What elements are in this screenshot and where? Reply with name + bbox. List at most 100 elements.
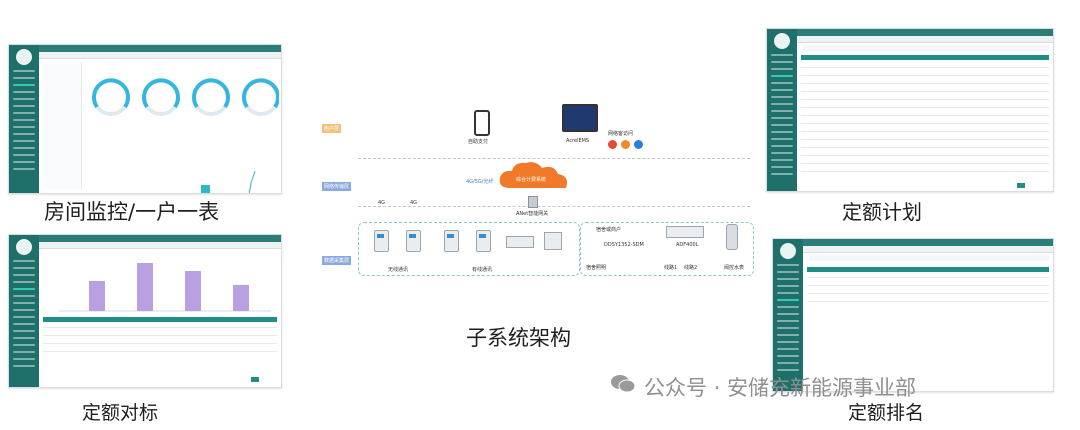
table-row xyxy=(807,301,1049,302)
separator xyxy=(358,206,750,207)
browser-icons xyxy=(608,140,648,150)
wireless-comm-label: 无线通讯 xyxy=(388,267,409,273)
filter-bar xyxy=(809,255,1049,261)
table-header xyxy=(43,317,277,322)
sidebar xyxy=(9,45,39,193)
web-access-label: 网络客访问 xyxy=(608,131,634,137)
table-row xyxy=(801,67,1049,68)
tab-bar xyxy=(39,242,281,249)
caption-room-monitoring: 房间监控/一户一表 xyxy=(44,200,220,224)
table-row xyxy=(43,351,277,352)
app-header xyxy=(39,235,281,242)
table-row xyxy=(801,163,1049,164)
table-row xyxy=(801,155,1049,156)
table-row xyxy=(801,99,1049,100)
module-icon xyxy=(506,236,534,248)
benchmark-bar-chart xyxy=(59,263,271,312)
bar xyxy=(137,263,153,311)
gauge xyxy=(142,78,180,116)
pagination[interactable] xyxy=(251,377,259,382)
adf-module-icon xyxy=(666,226,704,238)
bar xyxy=(89,281,105,311)
layer-device-tag: 数据采集层 xyxy=(322,256,352,265)
cloud-label: 综合计费系统 xyxy=(516,177,547,183)
wechat-logo xyxy=(611,375,636,393)
meter-icon xyxy=(406,230,421,252)
app-header xyxy=(803,239,1053,246)
device-group-right xyxy=(580,222,754,276)
monitor-icon xyxy=(562,104,598,132)
layer-user-tag: 用户层 xyxy=(322,124,342,133)
quota-ranking-screenshot xyxy=(772,238,1054,392)
tab-bar xyxy=(797,36,1053,43)
table-row xyxy=(801,131,1049,132)
gauge-row xyxy=(92,78,279,116)
gauge xyxy=(242,78,279,116)
quota-plan-screenshot xyxy=(766,28,1054,192)
app-header xyxy=(39,45,281,52)
firefox-icon xyxy=(621,140,630,149)
table-row xyxy=(801,139,1049,140)
caption-quota-ranking: 定额排名 xyxy=(848,402,925,424)
bar xyxy=(233,285,249,311)
table-row xyxy=(43,343,277,344)
caption-quota-plan: 定额计划 xyxy=(842,200,922,224)
table-row xyxy=(801,171,1049,172)
ie-icon xyxy=(634,140,643,149)
app-logo xyxy=(16,239,32,255)
chrome-icon xyxy=(608,140,617,149)
line-labels: 线路2 xyxy=(684,265,698,271)
meter-icon xyxy=(476,230,491,252)
table-row xyxy=(43,327,277,328)
wireless-4g-label: 4G xyxy=(378,200,386,206)
room-monitoring-screenshot xyxy=(8,44,282,194)
meterbox-icon xyxy=(544,232,562,250)
acrel-ems-label: AcrelEMS xyxy=(566,138,590,144)
table-row xyxy=(43,335,277,336)
gauge xyxy=(92,78,130,116)
device-group-left xyxy=(358,222,580,276)
table-row xyxy=(801,115,1049,116)
table-row xyxy=(807,277,1049,278)
sidebar xyxy=(9,235,39,387)
gauge xyxy=(192,78,230,116)
table-row xyxy=(801,75,1049,76)
sidebar xyxy=(767,29,797,191)
table-row xyxy=(801,123,1049,124)
tab-bar xyxy=(803,246,1053,253)
branch-labels: 宿舍照明 xyxy=(586,265,607,271)
wireless-4g-label: 4G xyxy=(410,200,418,206)
meter-icon xyxy=(444,230,459,252)
caption-quota-benchmark: 定额对标 xyxy=(82,402,159,424)
ddsy-meter-label: DDSY1352-SDM xyxy=(604,242,644,248)
line-labels: 线路1 xyxy=(664,265,678,271)
table-row xyxy=(801,107,1049,108)
adf-meter-label: ADF400L xyxy=(676,242,699,248)
app-logo xyxy=(780,243,796,259)
wired-comm-label: 有线通讯 xyxy=(472,267,493,273)
table-row xyxy=(807,285,1049,286)
app-header xyxy=(797,29,1053,36)
usage-bar-chart xyxy=(201,170,256,193)
tree-panel xyxy=(43,63,82,189)
bar xyxy=(185,271,201,311)
architecture-diagram: 用户层 网络传输层 数据采集层 自助支付 AcrelEMS 网络客访问 综合计费… xyxy=(318,96,754,280)
app-logo xyxy=(774,33,790,49)
tab-bar xyxy=(39,52,281,59)
network-label: 4G/5G/光纤 xyxy=(466,179,494,185)
table-header xyxy=(807,267,1049,272)
caption-subsystem-arch: 子系统架构 xyxy=(466,326,571,350)
phone-icon xyxy=(474,110,490,136)
table-row xyxy=(807,293,1049,294)
pagination[interactable] xyxy=(1017,183,1025,188)
watermark-text: 公众号 · 安储充新能源事业部 xyxy=(644,376,917,400)
home-user-label: 宿舍或商户 xyxy=(596,227,622,233)
table-row xyxy=(801,91,1049,92)
cloud-icon xyxy=(499,162,567,188)
water-meter-icon xyxy=(726,224,738,250)
self-pay-label: 自助支付 xyxy=(468,139,489,145)
valve-label: 阀控水表 xyxy=(724,265,745,271)
quota-benchmark-screenshot xyxy=(8,234,282,388)
sidebar xyxy=(773,239,803,391)
meter-icon xyxy=(374,230,389,252)
